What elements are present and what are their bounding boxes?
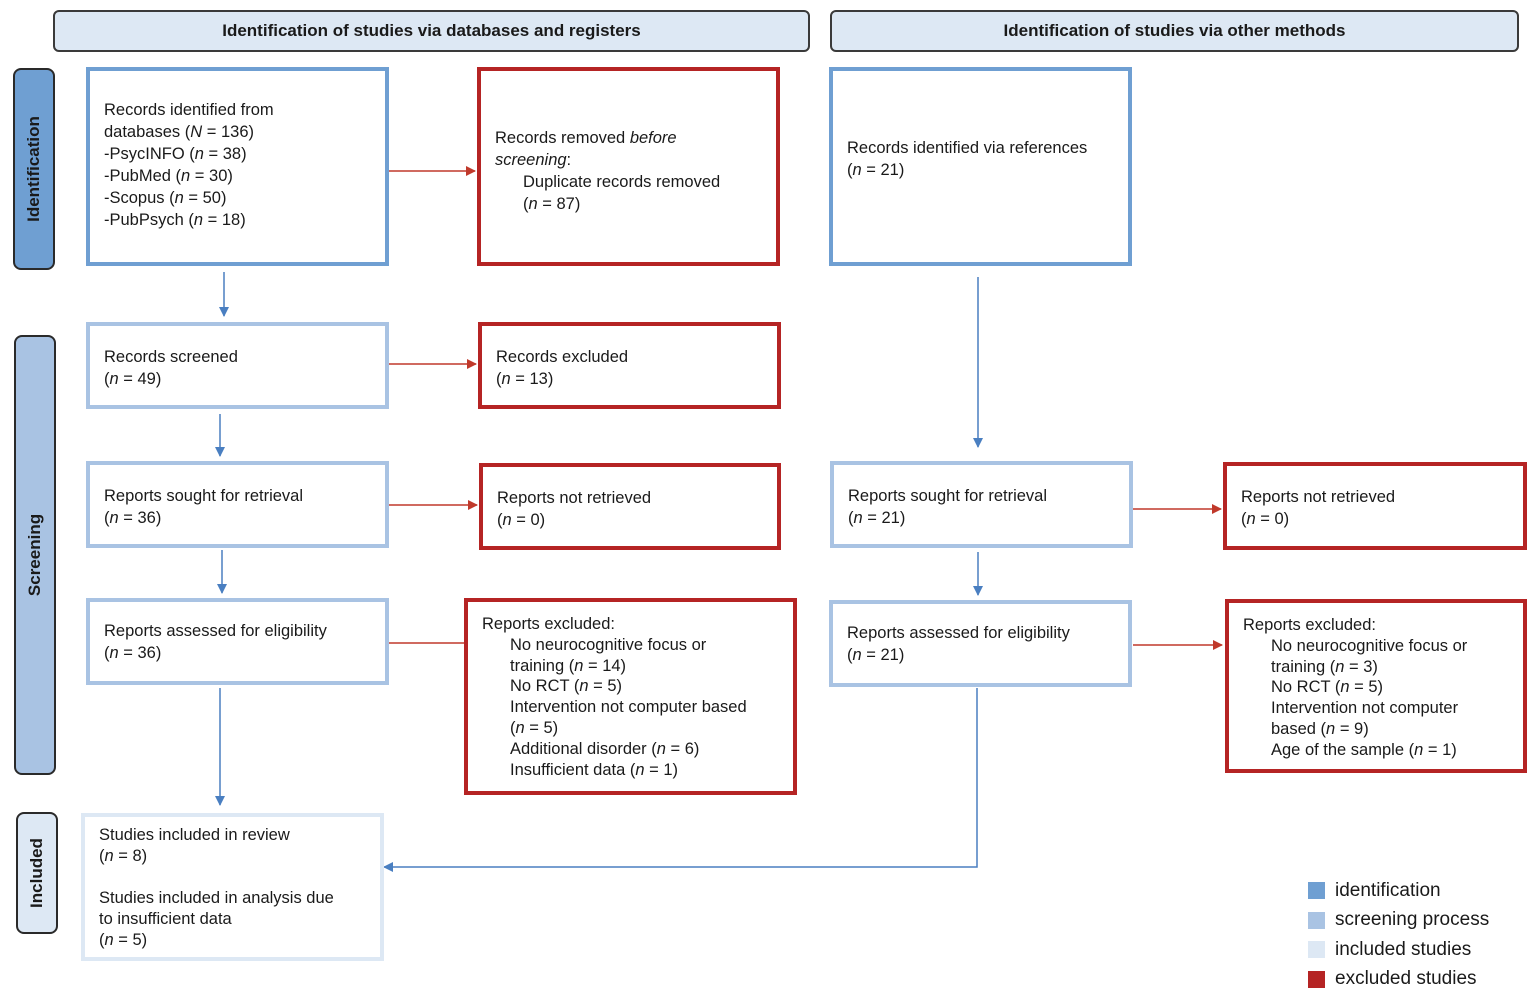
assessed-right-label: Reports assessed for eligibility <box>847 624 1070 642</box>
phase-identification: Identification <box>13 68 55 270</box>
reason-left-4: Intervention not computer based <box>510 698 747 717</box>
legend-label-included: included studies <box>1335 938 1472 960</box>
reports-sought-left-count: (n = 36) <box>104 509 162 527</box>
records-identified-line2: databases (N = 136) <box>104 123 254 141</box>
legend-swatch-included <box>1308 941 1325 959</box>
arrow-right-assessed-to-included <box>383 688 978 872</box>
box-reports-assessed-right: Reports assessed for eligibility (n = 21… <box>829 600 1132 687</box>
reason-left-5: (n = 5) <box>510 718 559 737</box>
reason-right-2: training (n = 3) <box>1271 657 1378 676</box>
legend-swatch-excluded <box>1308 970 1325 988</box>
records-removed-line1: Records removed before <box>495 129 677 147</box>
header-databases: Identification of studies via databases … <box>53 10 810 52</box>
box-records-identified: Records identified from databases (N = 1… <box>86 67 389 266</box>
header-other-methods: Identification of studies via other meth… <box>830 10 1519 52</box>
reason-right-5: based (n = 9) <box>1271 719 1369 738</box>
legend-item-screening: screening process <box>1308 906 1489 936</box>
reason-left-2: training (n = 14) <box>510 656 627 675</box>
box-records-removed: Records removed before screening: Duplic… <box>477 67 780 266</box>
included-line4: to insufficient data <box>99 910 232 928</box>
box-reports-assessed-left: Reports assessed for eligibility (n = 36… <box>86 598 389 685</box>
reason-right-4: Intervention not computer <box>1271 699 1459 718</box>
source-pubpsych: -PubPsych (n = 18) <box>104 211 246 229</box>
legend-swatch-screening <box>1308 911 1325 929</box>
box-records-via-references: Records identified via references (n = 2… <box>829 67 1132 266</box>
assessed-right-count: (n = 21) <box>847 646 905 664</box>
records-removed-line2: screening: <box>495 151 572 169</box>
legend-item-included: included studies <box>1308 935 1489 965</box>
box-records-excluded: Records excluded (n = 13) <box>478 322 781 409</box>
reason-right-6: Age of the sample (n = 1) <box>1271 740 1457 759</box>
legend-label-screening: screening process <box>1335 909 1490 931</box>
not-retrieved-left-label: Reports not retrieved <box>497 489 652 507</box>
reports-sought-right-label: Reports sought for retrieval <box>848 487 1048 505</box>
source-psycinfo: -PsycINFO (n = 38) <box>104 145 247 163</box>
legend-item-identification: identification <box>1308 876 1489 906</box>
records-identified-line1: Records identified from <box>104 101 274 119</box>
reports-excluded-right-label: Reports excluded: <box>1243 616 1376 634</box>
legend-label-identification: identification <box>1335 879 1441 901</box>
references-count: (n = 21) <box>847 161 905 179</box>
not-retrieved-right-label: Reports not retrieved <box>1241 488 1396 506</box>
reports-sought-right-count: (n = 21) <box>848 509 906 527</box>
source-scopus: -Scopus (n = 50) <box>104 189 227 207</box>
not-retrieved-right-count: (n = 0) <box>1241 510 1290 528</box>
box-records-screened: Records screened (n = 49) <box>86 322 389 409</box>
records-removed-line4: (n = 87) <box>523 195 581 213</box>
included-line5: (n = 5) <box>99 931 148 949</box>
records-screened-label: Records screened <box>104 348 238 366</box>
legend-swatch-identification <box>1308 882 1325 900</box>
references-label: Records identified via references <box>847 139 1088 157</box>
source-pubmed: -PubMed (n = 30) <box>104 167 233 185</box>
legend-item-excluded: excluded studies <box>1308 965 1489 995</box>
reason-left-1: No neurocognitive focus or <box>510 635 707 654</box>
included-line1: Studies included in review <box>99 826 290 844</box>
assessed-left-label: Reports assessed for eligibility <box>104 622 327 640</box>
reports-excluded-left-label: Reports excluded: <box>482 615 615 633</box>
header-databases-label: Identification of studies via databases … <box>222 21 641 40</box>
reason-left-6: Additional disorder (n = 6) <box>510 739 700 758</box>
box-reports-sought-right: Reports sought for retrieval (n = 21) <box>830 461 1133 548</box>
included-line3: Studies included in analysis due <box>99 889 334 907</box>
records-excluded-count: (n = 13) <box>496 370 554 388</box>
reports-sought-left-label: Reports sought for retrieval <box>104 487 304 505</box>
assessed-left-count: (n = 36) <box>104 644 162 662</box>
reason-left-7: Insufficient data (n = 1) <box>510 760 679 779</box>
records-removed-line3: Duplicate records removed <box>523 173 721 191</box>
box-reports-sought-left: Reports sought for retrieval (n = 36) <box>86 461 389 548</box>
records-screened-count: (n = 49) <box>104 370 162 388</box>
phase-included: Included <box>16 812 58 934</box>
box-studies-included: Studies included in review (n = 8) Studi… <box>81 813 384 961</box>
reason-left-3: No RCT (n = 5) <box>510 677 623 696</box>
included-line2: (n = 8) <box>99 847 148 865</box>
legend-label-excluded: excluded studies <box>1335 968 1477 990</box>
included-spacer <box>99 867 366 888</box>
not-retrieved-left-count: (n = 0) <box>497 511 546 529</box>
box-reports-not-retrieved-right: Reports not retrieved (n = 0) <box>1223 462 1527 550</box>
phase-screening: Screening <box>14 335 56 775</box>
reason-right-3: No RCT (n = 5) <box>1271 678 1384 697</box>
records-excluded-label: Records excluded <box>496 348 629 366</box>
legend: identification screening process include… <box>1308 876 1489 994</box>
box-reports-not-retrieved-left: Reports not retrieved (n = 0) <box>479 463 781 550</box>
reason-right-1: No neurocognitive focus or <box>1271 636 1468 655</box>
header-other-methods-label: Identification of studies via other meth… <box>1003 21 1346 40</box>
box-reports-excluded-right: Reports excluded: No neurocognitive focu… <box>1225 599 1527 773</box>
box-reports-excluded-left: Reports excluded: No neurocognitive focu… <box>464 598 797 795</box>
